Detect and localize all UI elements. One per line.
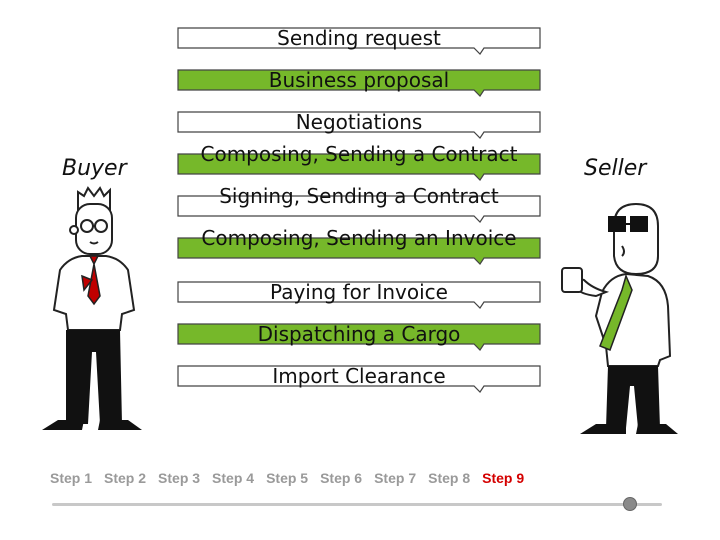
banner-label: Negotiations xyxy=(295,110,423,134)
step-navigation: Step 1 Step 2 Step 3 Step 4 Step 5 Step 6 Step… xyxy=(50,470,536,486)
banner-composing-invoice[interactable]: Composing, Sending an Invoice xyxy=(176,227,542,265)
banner-shape xyxy=(177,111,541,139)
banner-label: Composing, Sending an Invoice xyxy=(201,226,517,250)
banner-shape xyxy=(177,323,541,351)
seller-label: Seller xyxy=(584,156,647,181)
step-8-link[interactable]: Step 8 xyxy=(428,470,471,486)
step-7-link[interactable]: Step 7 xyxy=(374,470,417,486)
step-5-link[interactable]: Step 5 xyxy=(266,470,309,486)
buyer-illustration xyxy=(42,186,142,430)
buyer-label: Buyer xyxy=(62,156,127,181)
banner-shape xyxy=(177,281,541,309)
banner-label: Composing, Sending a Contract xyxy=(200,142,518,166)
progress-slider-handle[interactable] xyxy=(623,497,637,511)
step-6-link[interactable]: Step 6 xyxy=(320,470,363,486)
step-4-link[interactable]: Step 4 xyxy=(212,470,255,486)
banner-signing-contract[interactable]: Signing, Sending a Contract xyxy=(176,185,542,223)
banner-shape xyxy=(177,365,541,393)
banner-label: Import Clearance xyxy=(272,364,446,388)
banner-shape xyxy=(177,195,541,223)
banner-shape xyxy=(177,69,541,97)
banner-sending-request[interactable]: Sending request xyxy=(176,26,542,55)
banner-shape xyxy=(177,27,541,55)
banner-label: Sending request xyxy=(277,26,441,50)
banner-label: Signing, Sending a Contract xyxy=(219,184,499,208)
banner-label: Business proposal xyxy=(268,68,450,92)
banner-negotiations[interactable]: Negotiations xyxy=(176,110,542,139)
step-1-link[interactable]: Step 1 xyxy=(50,470,93,486)
banner-shape xyxy=(177,153,541,181)
step-3-link[interactable]: Step 3 xyxy=(158,470,201,486)
banner-label: Paying for Invoice xyxy=(270,280,448,304)
step-9-link[interactable]: Step 9 xyxy=(482,470,525,486)
banner-paying-invoice[interactable]: Paying for Invoice xyxy=(176,280,542,309)
progress-track[interactable] xyxy=(52,503,662,506)
seller-illustration xyxy=(561,202,678,434)
banner-business-proposal[interactable]: Business proposal xyxy=(176,68,542,97)
banner-composing-contract[interactable]: Composing, Sending a Contract xyxy=(176,143,542,181)
banner-dispatching-cargo[interactable]: Dispatching a Cargo xyxy=(176,322,542,351)
step-2-link[interactable]: Step 2 xyxy=(104,470,147,486)
banner-import-clearance[interactable]: Import Clearance xyxy=(176,364,542,393)
banner-shape xyxy=(177,237,541,265)
banner-label: Dispatching a Cargo xyxy=(257,322,461,346)
